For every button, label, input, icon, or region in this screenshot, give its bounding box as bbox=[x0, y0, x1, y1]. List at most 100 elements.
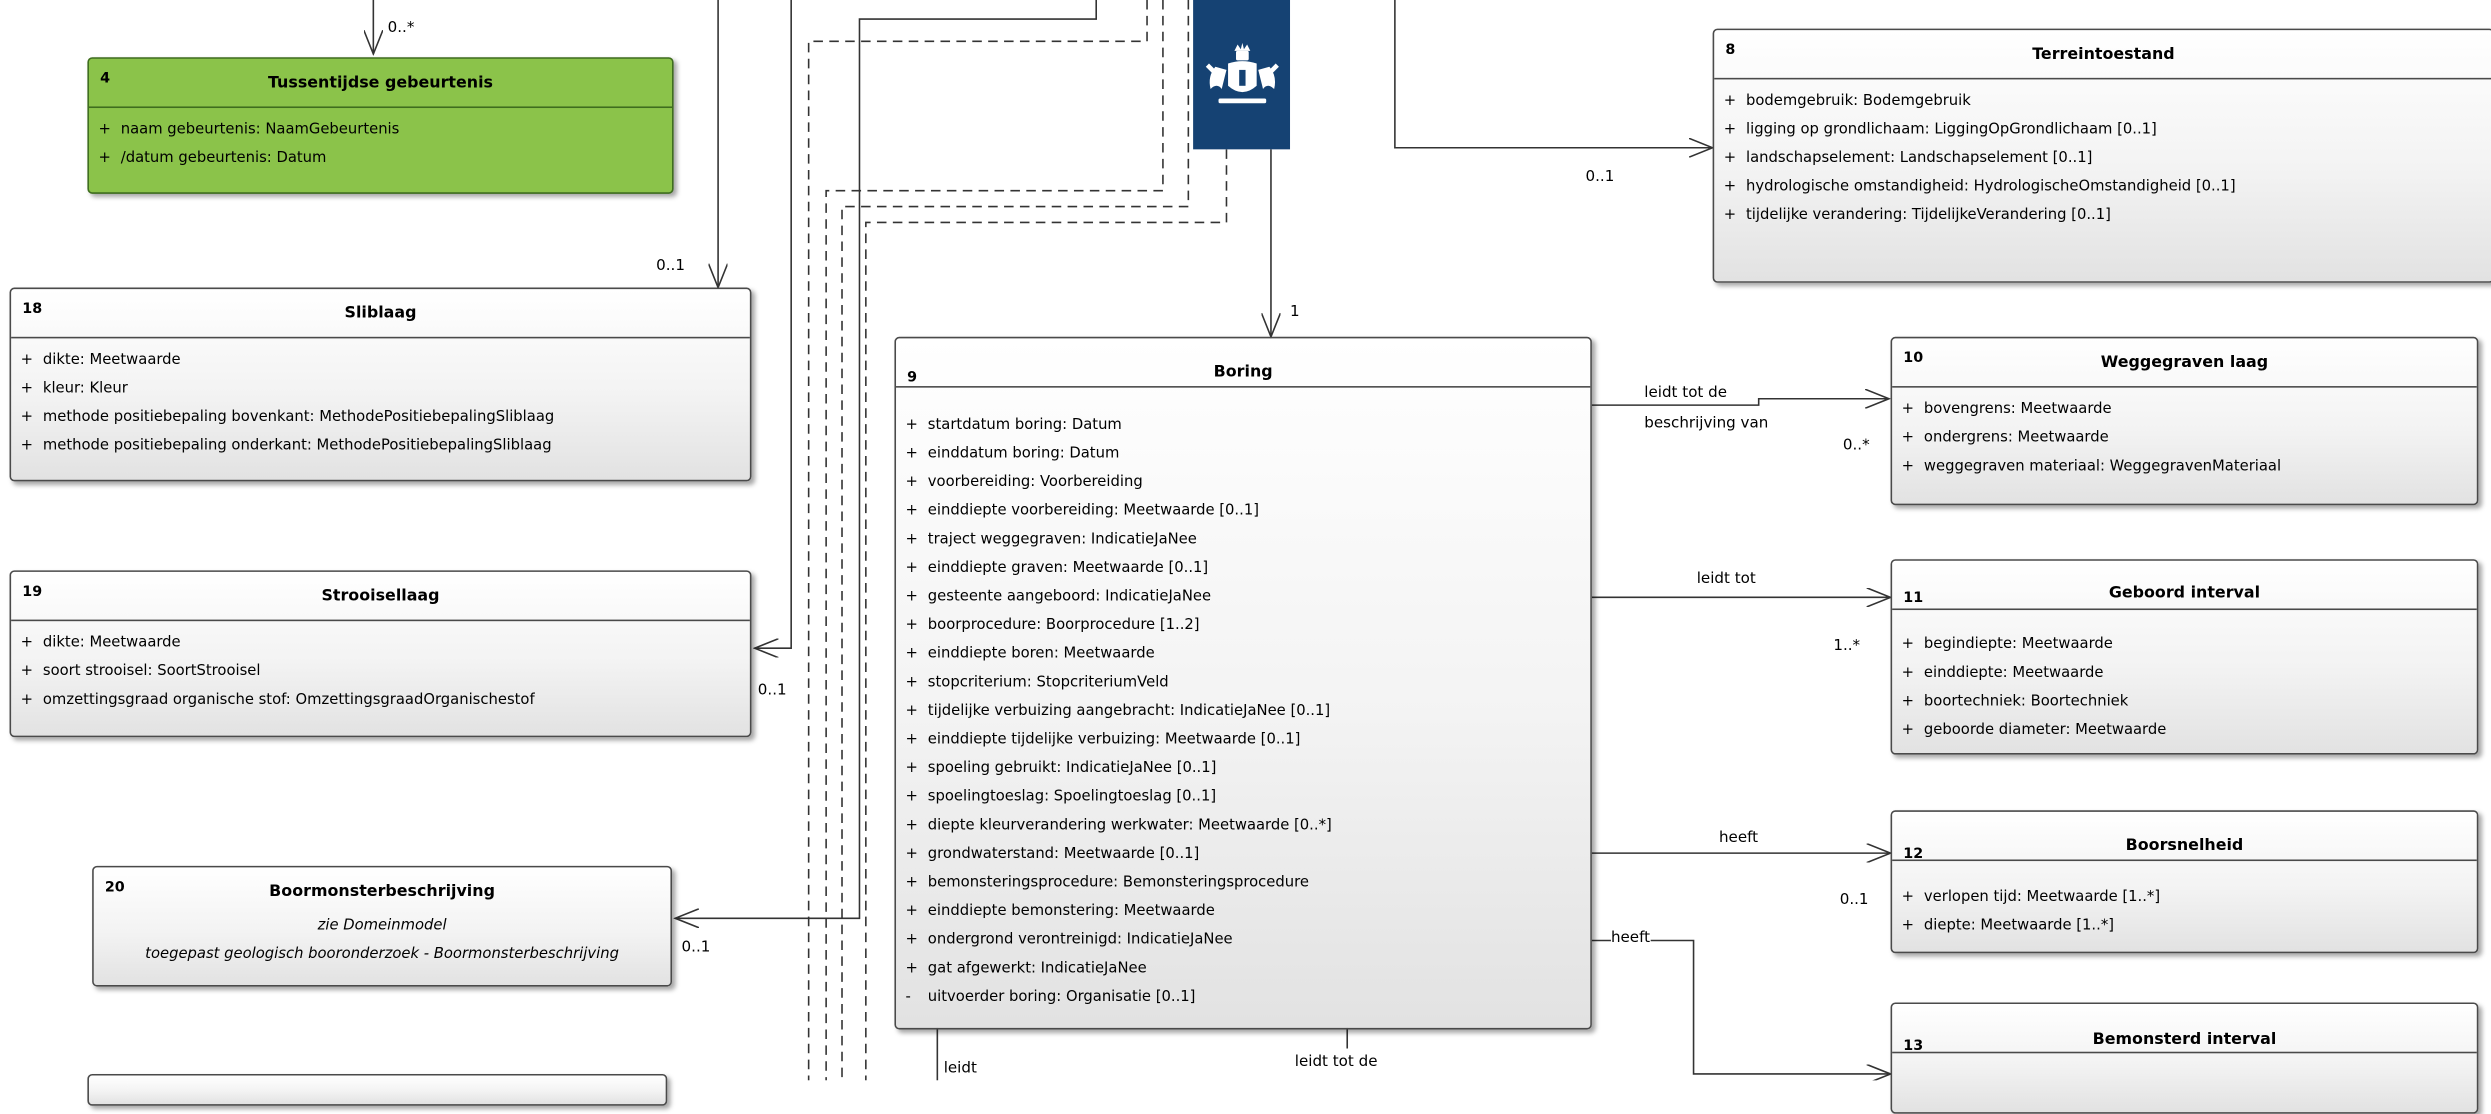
multiplicity-label: 1..* bbox=[1833, 637, 1861, 655]
attribute: +landschapselement: Landschapselement [0… bbox=[1723, 149, 2093, 167]
class-number: 20 bbox=[104, 880, 125, 897]
attribute: +diepte kleurverandering werkwater: Meet… bbox=[905, 816, 1332, 835]
class-note: zie Domeinmodel bbox=[317, 916, 447, 935]
attribute: +dikte: Meetwaarde bbox=[20, 633, 181, 652]
association-label: beschrijving van bbox=[1644, 414, 1769, 433]
attribute-list: +naam gebeurtenis: NaamGebeurtenis +/dat… bbox=[89, 108, 672, 173]
attribute: +boortechniek: Boortechniek bbox=[1901, 692, 2129, 711]
attribute: +spoelingtoeslag: Spoelingtoeslag [0..1] bbox=[905, 787, 1217, 806]
attribute-list: +begindiepte: Meetwaarde +einddiepte: Me… bbox=[1892, 610, 2477, 745]
attribute: +bovengrens: Meetwaarde bbox=[1901, 400, 2112, 418]
class-strooisellaag[interactable]: 19 Strooisellaag +dikte: Meetwaarde +soo… bbox=[9, 570, 752, 738]
multiplicity-label: 0..* bbox=[387, 19, 415, 37]
association-label: heeft bbox=[1718, 829, 1759, 847]
class-number: 19 bbox=[22, 584, 43, 601]
multiplicity-label: 0..1 bbox=[656, 257, 685, 275]
attribute: +gesteente aangeboord: IndicatieJaNee bbox=[905, 587, 1212, 606]
multiplicity-label: 1 bbox=[1290, 303, 1300, 321]
attribute: +weggegraven materiaal: WeggegravenMater… bbox=[1901, 457, 2282, 476]
attribute: +tijdelijke verandering: TijdelijkeVeran… bbox=[1723, 206, 2111, 225]
attribute: +einddiepte boren: Meetwaarde bbox=[905, 645, 1155, 663]
attribute: +einddatum boring: Datum bbox=[905, 444, 1120, 463]
association-label: heeft bbox=[1610, 929, 1651, 949]
multiplicity-label: 0..1 bbox=[1839, 891, 1869, 909]
attribute: +hydrologische omstandigheid: Hydrologis… bbox=[1723, 177, 2236, 196]
class-number: 10 bbox=[1903, 351, 1924, 367]
attribute: +dikte: Meetwaarde bbox=[20, 351, 181, 369]
class-title: Geboord interval bbox=[2108, 584, 2261, 603]
attribute: +boorprocedure: Boorprocedure [1..2] bbox=[905, 616, 1200, 634]
class-title: Strooisellaag bbox=[321, 587, 440, 606]
attribute: +stopcriterium: StopcriteriumVeld bbox=[905, 673, 1169, 692]
class-title: Terreintoestand bbox=[2032, 46, 2175, 64]
class-number: 9 bbox=[907, 370, 918, 387]
class-weggegraven-laag[interactable]: 10 Weggegraven laag +bovengrens: Meetwaa… bbox=[1890, 336, 2479, 506]
attribute: +grondwaterstand: Meetwaarde [0..1] bbox=[905, 845, 1200, 863]
class-tussentijdse-gebeurtenis[interactable]: 4 Tussentijdse gebeurtenis +naam gebeurt… bbox=[87, 57, 674, 194]
class-bemonsterd-interval[interactable]: 13 Bemonsterd interval bbox=[1890, 1002, 2479, 1114]
attribute: +soort strooisel: SoortStrooisel bbox=[20, 662, 261, 680]
class-sliblaag[interactable]: 18 Sliblaag +dikte: Meetwaarde +kleur: K… bbox=[9, 287, 752, 482]
association-label: leidt tot de bbox=[1294, 1053, 1378, 1071]
association-label: leidt tot bbox=[1696, 570, 1756, 588]
class-partial-bottom bbox=[87, 1073, 668, 1106]
attribute: +bemonsteringsprocedure: Bemonsteringspr… bbox=[905, 873, 1309, 892]
class-title: Tussentijdse gebeurtenis bbox=[267, 74, 494, 93]
attribute: +startdatum boring: Datum bbox=[905, 416, 1122, 434]
class-title: Weggegraven laag bbox=[2100, 354, 2269, 372]
attribute: +bodemgebruik: Bodemgebruik bbox=[1723, 92, 1971, 110]
attribute: +verlopen tijd: Meetwaarde [1..*] bbox=[1901, 888, 2161, 906]
multiplicity-label: 0..1 bbox=[1585, 168, 1615, 186]
class-title: Boormonsterbeschrijving bbox=[269, 883, 495, 901]
attribute-list: +dikte: Meetwaarde +soort strooisel: Soo… bbox=[11, 621, 750, 715]
class-boormonsterbeschrijving[interactable]: 20 Boormonsterbeschrijving zie Domeinmod… bbox=[92, 865, 673, 987]
class-number: 4 bbox=[100, 71, 111, 88]
attribute: +omzettingsgraad organische stof: Omzett… bbox=[20, 691, 535, 709]
attribute: +voorbereiding: Voorbereiding bbox=[905, 473, 1143, 491]
attribute-list: +dikte: Meetwaarde +kleur: Kleur +method… bbox=[11, 338, 750, 460]
class-number: 12 bbox=[1903, 846, 1924, 863]
class-title: Boring bbox=[1213, 363, 1273, 382]
attribute: +spoeling gebruikt: IndicatieJaNee [0..1… bbox=[905, 759, 1217, 777]
class-geboord-interval[interactable]: 11 Geboord interval +begindiepte: Meetwa… bbox=[1890, 559, 2479, 755]
attribute: +einddiepte tijdelijke verbuizing: Meetw… bbox=[905, 730, 1301, 749]
attribute: +begindiepte: Meetwaarde bbox=[1901, 635, 2113, 653]
class-number: 11 bbox=[1903, 590, 1924, 607]
attribute: +tijdelijke verbuizing aangebracht: Indi… bbox=[905, 702, 1331, 720]
class-number: 18 bbox=[22, 301, 43, 318]
association-label: leidt bbox=[943, 1059, 977, 1078]
rijksoverheid-logo bbox=[1193, 0, 1291, 150]
attribute-list: +startdatum boring: Datum +einddatum bor… bbox=[896, 388, 1590, 1012]
attribute: +methode positiebepaling bovenkant: Meth… bbox=[20, 408, 555, 426]
class-boorsnelheid[interactable]: 12 Boorsnelheid +verlopen tijd: Meetwaar… bbox=[1890, 810, 2479, 954]
multiplicity-label: 0..1 bbox=[757, 681, 787, 700]
attribute-list: +bovengrens: Meetwaarde +ondergrens: Mee… bbox=[1892, 388, 2477, 482]
attribute-list: +bodemgebruik: Bodemgebruik +ligging op … bbox=[1714, 79, 2491, 230]
class-title: Boorsnelheid bbox=[2125, 837, 2244, 855]
multiplicity-label: 0..* bbox=[1842, 436, 1870, 455]
attribute: +ondergrens: Meetwaarde bbox=[1901, 428, 2109, 447]
class-title: Sliblaag bbox=[344, 305, 417, 323]
multiplicity-label: 0..1 bbox=[681, 938, 711, 957]
attribute: +naam gebeurtenis: NaamGebeurtenis bbox=[98, 120, 400, 139]
class-number: 13 bbox=[1903, 1039, 1924, 1055]
attribute: +geboorde diameter: Meetwaarde bbox=[1901, 721, 2167, 739]
class-note: toegepast geologisch booronderzoek - Boo… bbox=[145, 945, 619, 963]
attribute: +ligging op grondlichaam: LiggingOpGrond… bbox=[1723, 120, 2157, 139]
connectors bbox=[0, 0, 2491, 1080]
association-label: leidt tot de bbox=[1644, 384, 1728, 402]
class-title: Bemonsterd interval bbox=[2092, 1031, 2277, 1049]
attribute: +kleur: Kleur bbox=[20, 379, 128, 398]
attribute: +diepte: Meetwaarde [1..*] bbox=[1901, 916, 2114, 935]
attribute: +einddiepte graven: Meetwaarde [0..1] bbox=[905, 559, 1209, 577]
attribute-list: +verlopen tijd: Meetwaarde [1..*] +diept… bbox=[1892, 861, 2477, 940]
class-boring[interactable]: 9 Boring +startdatum boring: Datum +eind… bbox=[894, 336, 1592, 1030]
attribute: +methode positiebepaling onderkant: Meth… bbox=[20, 436, 552, 455]
attribute: +ondergrond verontreinigd: IndicatieJaNe… bbox=[905, 930, 1233, 949]
attribute: +einddiepte bemonstering: Meetwaarde bbox=[905, 902, 1215, 920]
attribute: +traject weggegraven: IndicatieJaNee bbox=[905, 530, 1197, 549]
attribute: +/datum gebeurtenis: Datum bbox=[98, 149, 327, 167]
attribute: +einddiepte voorbereiding: Meetwaarde [0… bbox=[905, 502, 1259, 520]
class-terreintoestand[interactable]: 8 Terreintoestand +bodemgebruik: Bodemge… bbox=[1712, 28, 2491, 283]
